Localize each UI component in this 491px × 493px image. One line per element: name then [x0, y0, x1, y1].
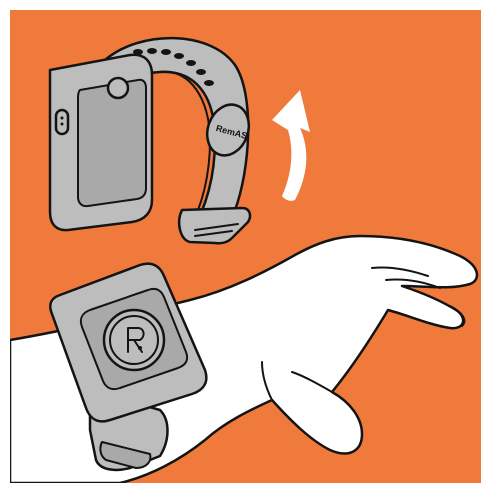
device-side-button — [56, 110, 68, 134]
device-back-panel — [78, 80, 146, 206]
illustration-panel: RemAS — [10, 10, 481, 483]
device-clip — [108, 78, 128, 98]
wearing-instructions-illustration: RemAS — [10, 10, 481, 483]
